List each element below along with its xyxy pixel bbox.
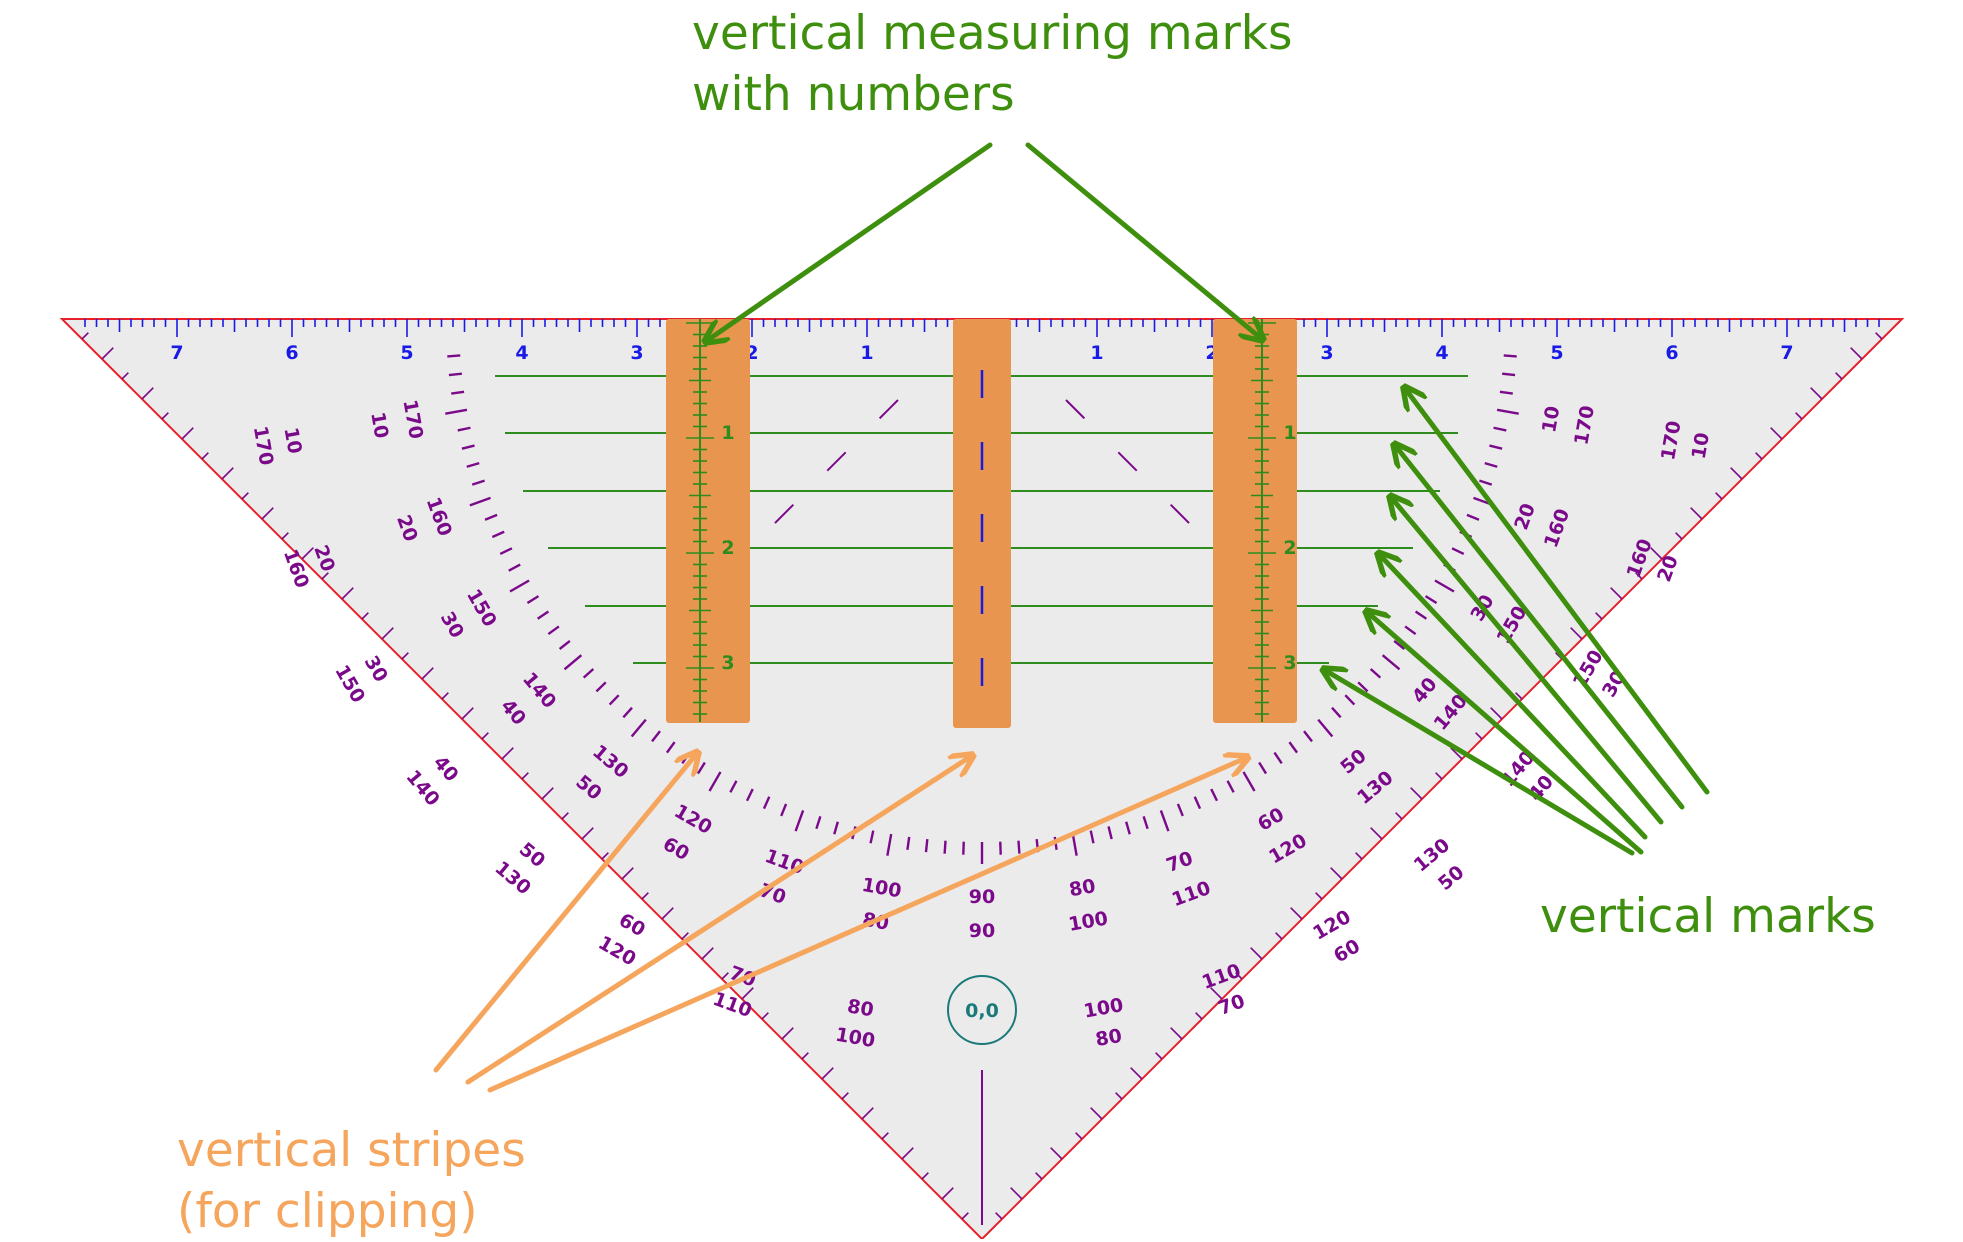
ruler-label: 5 [400, 342, 413, 364]
callout-measuring-marks: vertical measuring marks with numbers [692, 3, 1293, 125]
origin-label: 0,0 [965, 1000, 999, 1022]
callout-arrow [1028, 145, 1263, 340]
degree-label: 80 [1067, 875, 1097, 901]
callout-vertical-stripes-line2: (for clipping) [177, 1181, 526, 1242]
stripe-scale-label: 3 [1283, 652, 1296, 674]
ruler-label: 6 [285, 342, 298, 364]
degree-label: 40 [429, 752, 463, 786]
ruler-label: 7 [1780, 342, 1793, 364]
stripe-scale-label: 1 [1283, 422, 1296, 444]
callout-vertical-stripes: vertical stripes (for clipping) [177, 1120, 526, 1242]
degree-label: 60 [1330, 935, 1364, 967]
stripe-scale-label: 3 [721, 652, 734, 674]
ruler-label: 4 [515, 342, 528, 364]
callout-vertical-marks-line1: vertical marks [1540, 886, 1876, 947]
degree-label: 80 [846, 995, 876, 1021]
ruler-label: 1 [860, 342, 873, 364]
callout-vertical-marks: vertical marks [1540, 886, 1876, 947]
clipping-stripe [666, 319, 750, 723]
arc-tick [1502, 374, 1515, 375]
ruler-label: 7 [170, 342, 183, 364]
stripe-scale-label: 2 [721, 537, 734, 559]
degree-label: 50 [1434, 861, 1468, 895]
degree-label: 10 [1538, 404, 1564, 434]
arc-tick [447, 355, 460, 356]
callout-measuring-marks-line2: with numbers [692, 64, 1293, 125]
degree-label: 10 [1688, 431, 1714, 461]
degree-label: 10 [280, 426, 306, 456]
arc-tick [449, 374, 462, 375]
arc-tick [1504, 355, 1517, 356]
arc-tick [1018, 841, 1019, 854]
degree-label: 10 [366, 410, 392, 440]
ruler-label: 4 [1435, 342, 1448, 364]
ruler-label: 3 [1320, 342, 1333, 364]
arc-tick [926, 839, 927, 852]
degree-label: 90 [969, 886, 995, 908]
degree-label: 30 [360, 652, 392, 686]
ruler-label: 1 [1090, 342, 1103, 364]
callout-arrow [705, 145, 990, 342]
stripe-scale-label: 1 [721, 422, 734, 444]
callout-measuring-marks-line1: vertical measuring marks [692, 3, 1293, 64]
callout-vertical-stripes-line1: vertical stripes [177, 1120, 526, 1181]
arc-tick [945, 841, 946, 854]
ruler-label: 6 [1665, 342, 1678, 364]
degree-label: 60 [615, 909, 649, 941]
degree-label: 80 [1094, 1025, 1124, 1051]
ruler-label: 3 [630, 342, 643, 364]
degree-label: 50 [515, 838, 549, 872]
stripe-scale-label: 2 [1283, 537, 1296, 559]
degree-label: 90 [969, 920, 995, 942]
ruler-label: 5 [1550, 342, 1563, 364]
